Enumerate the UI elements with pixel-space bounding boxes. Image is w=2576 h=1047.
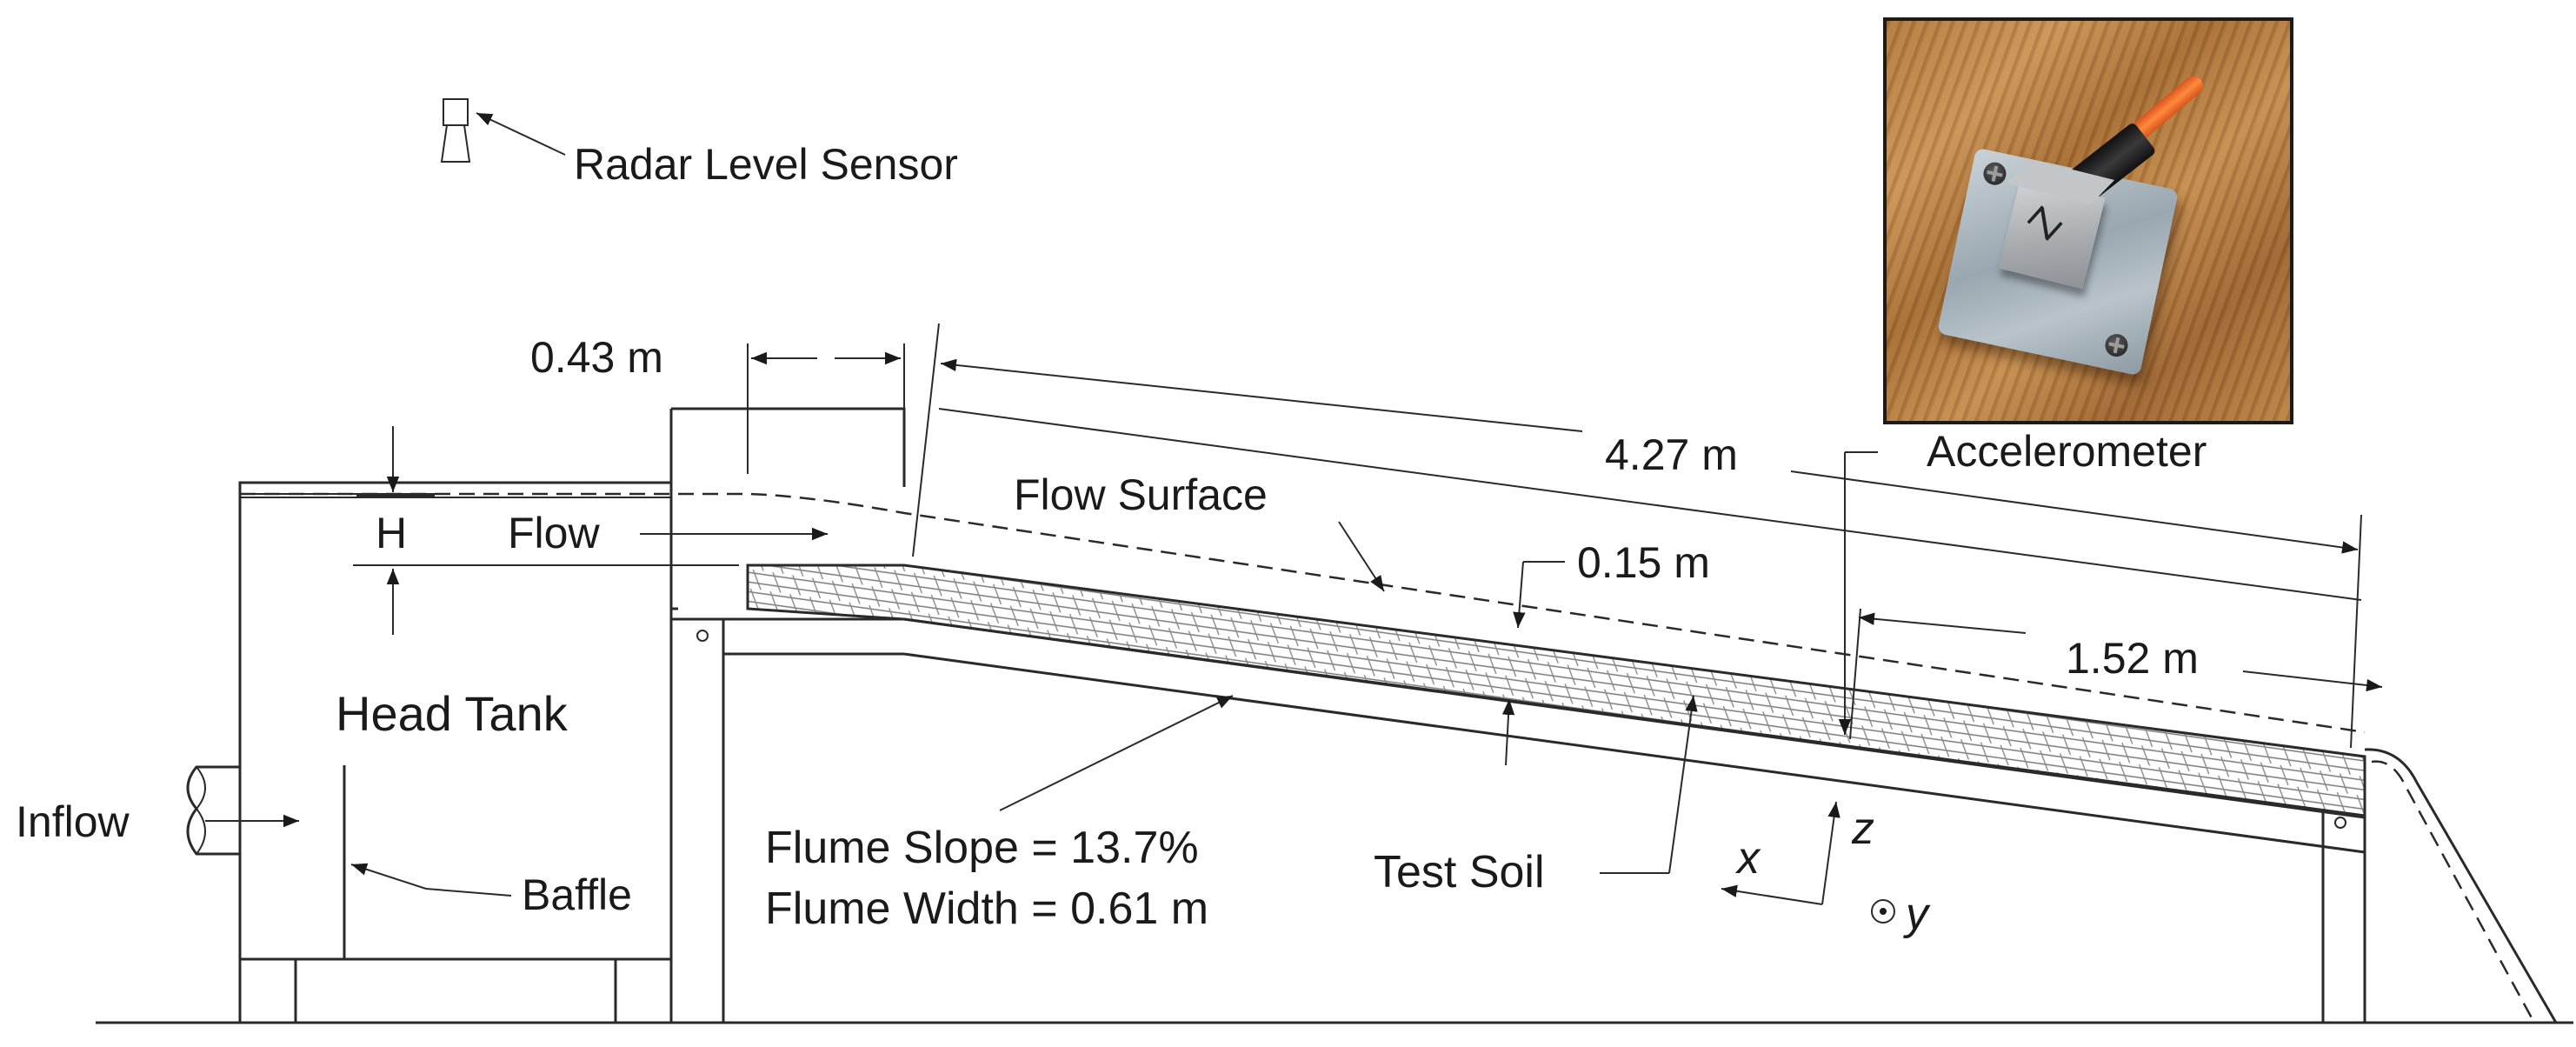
dim-152-arrow-right — [2242, 670, 2383, 692]
dim-427-arrow-left — [940, 358, 1583, 432]
test-soil — [746, 564, 2366, 817]
accelerometer-photo: Z — [1883, 17, 2293, 424]
screw-icon — [2103, 331, 2130, 359]
head-tank — [238, 481, 673, 1023]
test-soil-leader-arrow — [1668, 695, 1698, 874]
dim-427-arrow-right — [1790, 470, 2359, 554]
slope-leader — [999, 695, 1234, 811]
dim-427-ext-right — [2350, 514, 2362, 749]
radar-leader — [476, 112, 566, 156]
flow-surface-leader — [1338, 521, 1385, 592]
test-soil-label: Test Soil — [1374, 847, 1545, 897]
dim-015-arrow-top — [1513, 561, 1526, 629]
dim-427-lower — [938, 408, 2362, 601]
outlet-chute — [2364, 748, 2558, 1024]
inflow-pipe — [186, 765, 240, 856]
radar-sensor-label: Radar Level Sensor — [574, 140, 958, 189]
h-label: H — [376, 509, 407, 557]
dim-427-ext-left — [912, 323, 940, 557]
axis-z-label: z — [1851, 804, 1874, 854]
dim-427-label: 4.27 m — [1605, 430, 1738, 479]
baffle-leader — [425, 888, 512, 897]
flume-slope-label: Flume Slope = 13.7% — [765, 823, 1199, 873]
axis-x-arrow — [1721, 884, 1823, 905]
flow-surface-label: Flow Surface — [1014, 470, 1268, 519]
axis-y-label: y — [1903, 889, 1931, 939]
dim-043-label: 0.43 m — [530, 333, 663, 382]
baffle-leader-arrow — [350, 863, 427, 890]
head-tank-label: Head Tank — [336, 686, 569, 741]
axis-x-label: x — [1734, 833, 1761, 884]
dim-152-label: 1.52 m — [2066, 634, 2199, 683]
inlet-box — [669, 343, 906, 609]
flow-label: Flow — [508, 509, 600, 557]
accelerometer-label: Accelerometer — [1927, 427, 2207, 476]
axis-y-out-of-page-icon — [1871, 899, 1895, 924]
radar-sensor-icon — [440, 98, 471, 163]
accelerometer-ext — [1849, 608, 1861, 740]
baffle-label: Baffle — [522, 870, 632, 919]
flume-width-label: Flume Width = 0.61 m — [765, 884, 1208, 934]
dim-015-label: 0.15 m — [1577, 538, 1710, 587]
screw-icon — [1981, 160, 2008, 188]
axis-z-arrow — [1821, 801, 1840, 905]
dim-015-arrow-bottom — [1501, 698, 1515, 766]
dim-152-arrow-left — [1858, 612, 2027, 634]
inflow-label: Inflow — [16, 797, 130, 846]
flow-surface — [240, 492, 2366, 734]
